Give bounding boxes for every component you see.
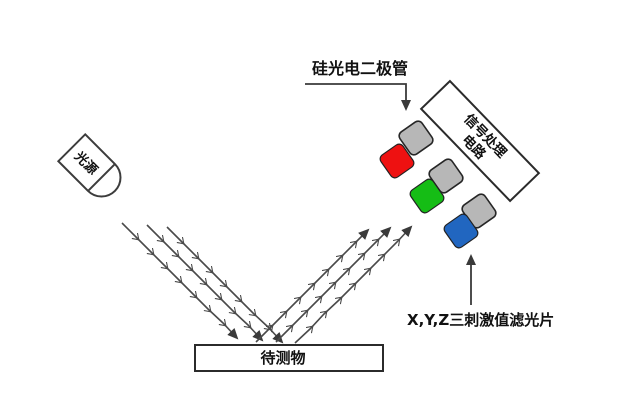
reflected-ray-group bbox=[255, 227, 411, 344]
filter-y-green-square bbox=[409, 178, 445, 214]
filter-x-red-square bbox=[379, 143, 415, 179]
filter-group bbox=[379, 143, 479, 249]
reflected-ray-1 bbox=[255, 230, 368, 343]
xyz-filter-label: X,Y,Z三刺激值滤光片 bbox=[407, 311, 554, 329]
test-object-label: 待测物 bbox=[260, 349, 305, 367]
light-source-body bbox=[56, 132, 122, 198]
photodiode-leader-arrow bbox=[305, 83, 411, 111]
light-source-dome-chord bbox=[87, 163, 116, 192]
incident-ray-3 bbox=[166, 226, 282, 342]
test-object-box bbox=[194, 344, 384, 372]
light-source-lamp: 光源 bbox=[56, 132, 122, 198]
incident-ray-2 bbox=[146, 224, 262, 340]
photodiode-group bbox=[398, 120, 497, 229]
photodiode-square-1 bbox=[398, 120, 434, 156]
reflected-ray-2 bbox=[275, 228, 390, 343]
reflected-ray-3 bbox=[294, 227, 411, 344]
signal-processor-box bbox=[419, 79, 541, 203]
filter-z-blue-square bbox=[443, 213, 479, 249]
incident-ray-group bbox=[121, 222, 282, 342]
photodiode-label: 硅光电二极管 bbox=[312, 59, 408, 78]
